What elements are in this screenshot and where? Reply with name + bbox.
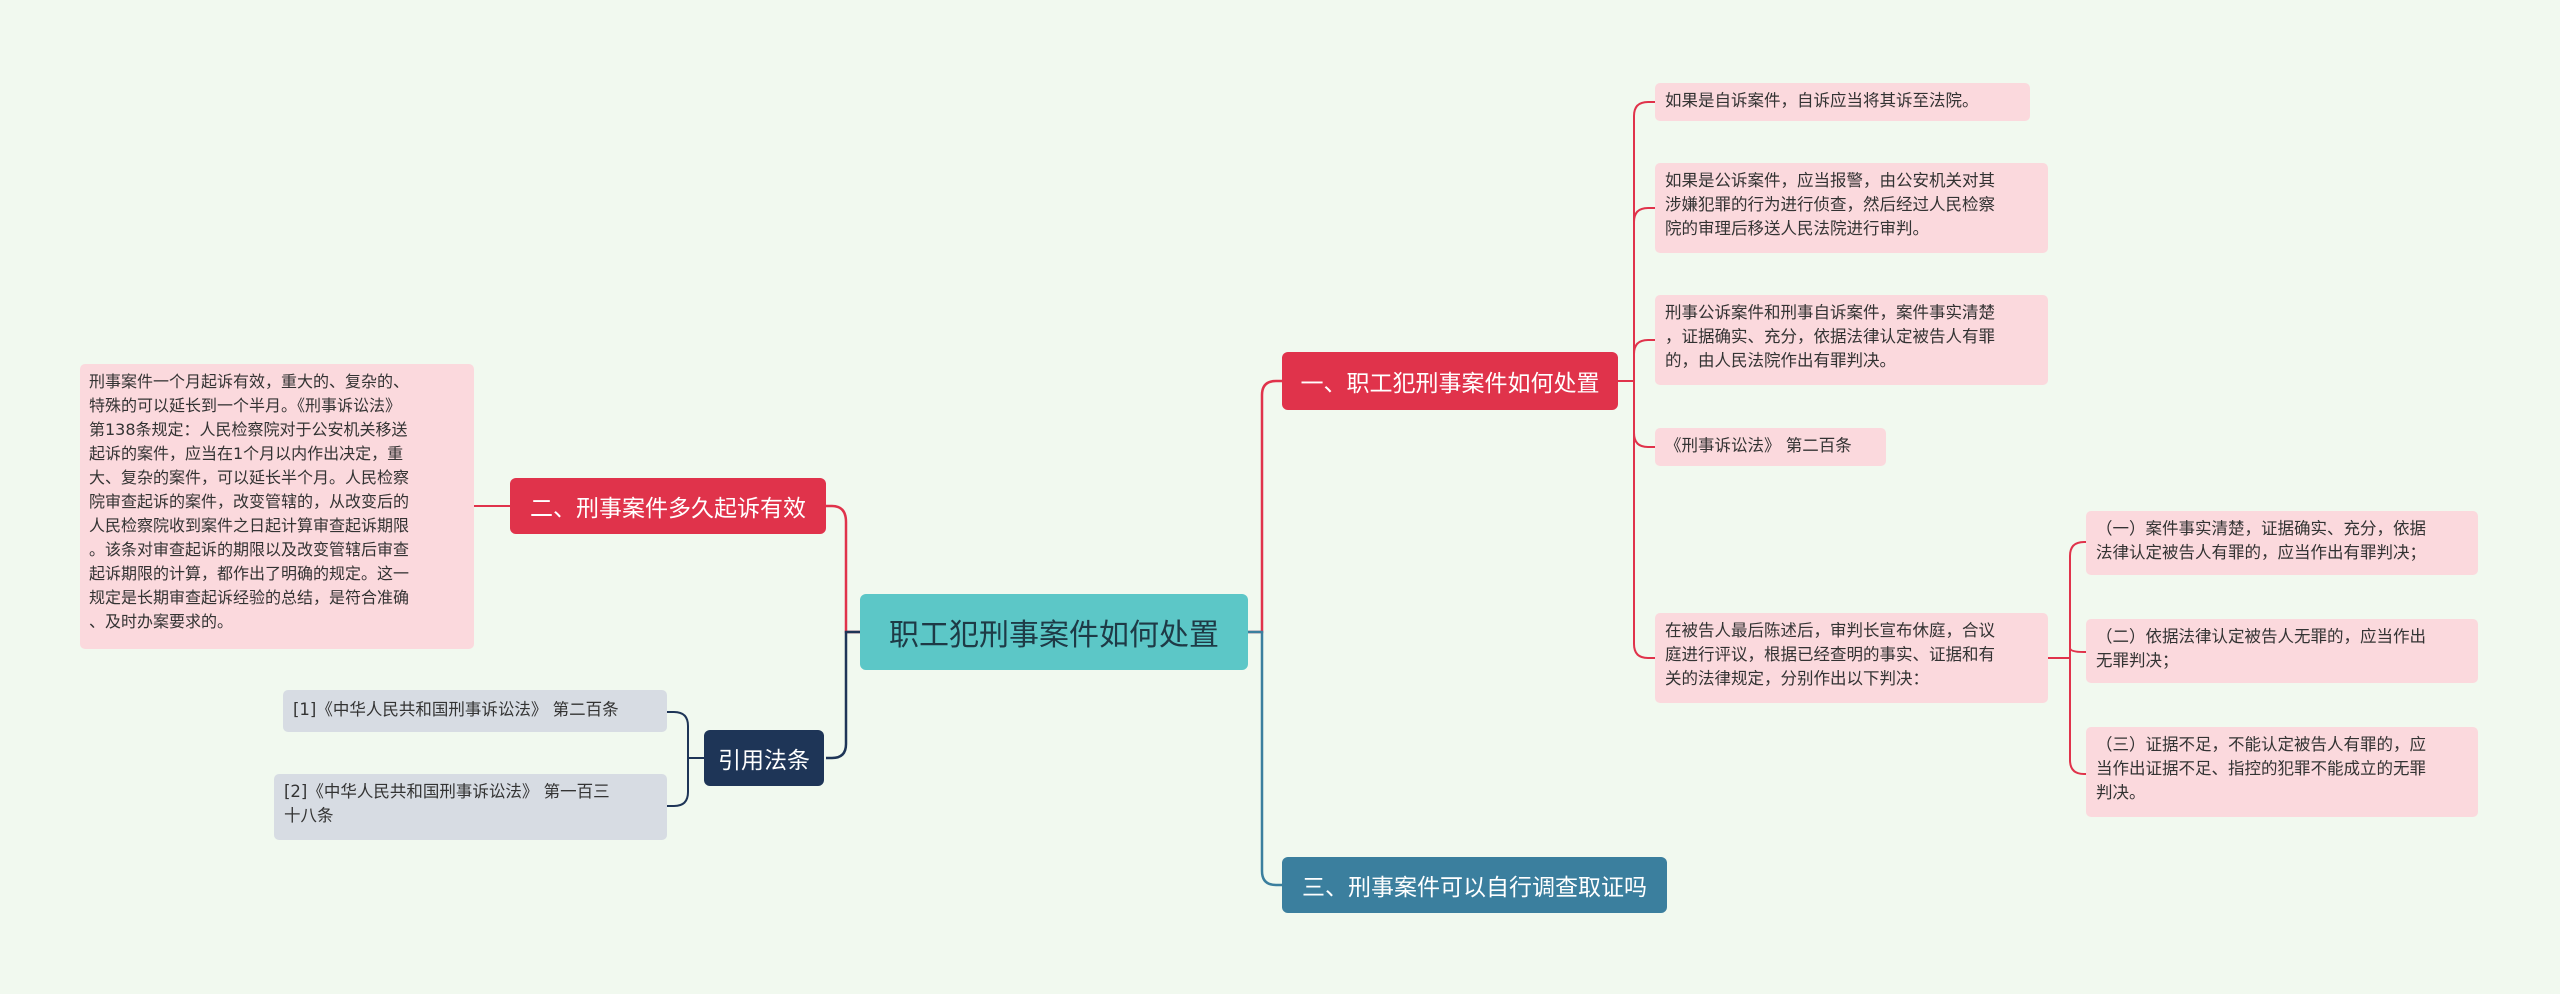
subleaf-guilty[interactable]: （一）案件事实清楚，证据确实、充分，依据 法律认定被告人有罪的，应当作出有罪判决… <box>2086 511 2478 575</box>
leaf-line: 在被告人最后陈述后，审判长宣布休庭，合议 <box>1665 621 1995 640</box>
branch-label: 三、刑事案件可以自行调查取证吗 <box>1302 875 1647 901</box>
leaf-private-prosecution[interactable]: 如果是自诉案件，自诉应当将其诉至法院。 <box>1655 83 2030 121</box>
leaf-line: ，证据确实、充分，依据法律认定被告人有罪 <box>1665 327 1995 346</box>
ref-line: [2]《中华人民共和国刑事诉讼法》 第一百三 <box>284 782 610 801</box>
leaf-line: 、及时办案要求的。 <box>89 612 234 631</box>
leaf-line: （一）案件事实清楚，证据确实、充分，依据 <box>2096 519 2426 538</box>
leaf-guilty-judgment[interactable]: 刑事公诉案件和刑事自诉案件，案件事实清楚 ，证据确实、充分，依据法律认定被告人有… <box>1655 295 2048 385</box>
leaf-line: 涉嫌犯罪的行为进行侦查，然后经过人民检察 <box>1665 195 1995 214</box>
leaf-prosecution-period-detail[interactable]: 刑事案件一个月起诉有效，重大的、复杂的、 特殊的可以延长到一个半月。《刑事诉讼法… <box>80 364 474 649</box>
leaf-text: 如果是自诉案件，自诉应当将其诉至法院。 <box>1665 91 1979 110</box>
branch-self-investigation[interactable]: 三、刑事案件可以自行调查取证吗 <box>1282 857 1667 913</box>
subleaf-insufficient-evidence[interactable]: （三）证据不足，不能认定被告人有罪的，应 当作出证据不足、指控的犯罪不能成立的无… <box>2086 727 2478 817</box>
leaf-line: 规定是长期审查起诉经验的总结，是符合准确 <box>89 588 410 607</box>
leaf-line: 刑事案件一个月起诉有效，重大的、复杂的、 <box>89 372 410 391</box>
leaf-final-statement[interactable]: 在被告人最后陈述后，审判长宣布休庭，合议 庭进行评议，根据已经查明的事实、证据和… <box>1655 613 2048 703</box>
subleaf-not-guilty[interactable]: （二）依据法律认定被告人无罪的，应当作出 无罪判决； <box>2086 619 2478 683</box>
branch-label: 二、刑事案件多久起诉有效 <box>530 496 806 522</box>
leaf-line: 关的法律规定，分别作出以下判决： <box>1665 669 1929 688</box>
leaf-line: 刑事公诉案件和刑事自诉案件，案件事实清楚 <box>1665 303 1995 322</box>
ref-article-200[interactable]: [1]《中华人民共和国刑事诉讼法》 第二百条 <box>283 690 667 732</box>
leaf-line: 无罪判决； <box>2096 651 2179 670</box>
leaf-line: 特殊的可以延长到一个半月。《刑事诉讼法》 <box>89 396 402 415</box>
leaf-line: 如果是公诉案件，应当报警，由公安机关对其 <box>1665 171 1995 190</box>
leaf-line: 庭进行评议，根据已经查明的事实、证据和有 <box>1665 645 1995 664</box>
leaf-law-article-200[interactable]: 《刑事诉讼法》 第二百条 <box>1655 428 1886 466</box>
leaf-line: 人民检察院收到案件之日起计算审查起诉期限 <box>89 516 410 535</box>
leaf-line: 起诉期限的计算，都作出了明确的规定。这一 <box>89 564 410 583</box>
leaf-line: 法律认定被告人有罪的，应当作出有罪判决； <box>2096 543 2426 562</box>
leaf-line: （三）证据不足，不能认定被告人有罪的，应 <box>2096 735 2426 754</box>
branch-label: 引用法条 <box>718 748 810 774</box>
leaf-line: 院的审理后移送人民法院进行审判。 <box>1665 219 1929 238</box>
branch-label: 一、职工犯刑事案件如何处置 <box>1300 371 1600 397</box>
leaf-line: （二）依据法律认定被告人无罪的，应当作出 <box>2096 627 2426 646</box>
leaf-public-prosecution[interactable]: 如果是公诉案件，应当报警，由公安机关对其 涉嫌犯罪的行为进行侦查，然后经过人民检… <box>1655 163 2048 253</box>
leaf-line: 。该条对审查起诉的期限以及改变管辖后审查 <box>89 540 410 559</box>
branch-prosecution-period[interactable]: 二、刑事案件多久起诉有效 <box>510 478 826 534</box>
leaf-line: 判决。 <box>2096 783 2146 802</box>
root-topic-label: 职工犯刑事案件如何处置 <box>889 618 1219 653</box>
leaf-text: 《刑事诉讼法》 第二百条 <box>1665 436 1852 455</box>
leaf-line: 当作出证据不足、指控的犯罪不能成立的无罪 <box>2096 759 2426 778</box>
leaf-line: 第138条规定：人民检察院对于公安机关移送 <box>89 420 408 439</box>
root-topic[interactable]: 职工犯刑事案件如何处置 <box>860 594 1248 670</box>
ref-text: [1]《中华人民共和国刑事诉讼法》 第二百条 <box>293 700 619 719</box>
branch-how-to-handle[interactable]: 一、职工犯刑事案件如何处置 <box>1282 352 1618 410</box>
ref-line: 十八条 <box>284 806 334 825</box>
leaf-line: 大、复杂的案件，可以延长半个月。人民检察 <box>89 468 410 487</box>
leaf-line: 起诉的案件，应当在1个月以内作出决定，重 <box>89 444 404 463</box>
leaf-line: 院审查起诉的案件，改变管辖的，从改变后的 <box>89 492 410 511</box>
branch-cited-laws[interactable]: 引用法条 <box>704 730 824 786</box>
ref-article-138[interactable]: [2]《中华人民共和国刑事诉讼法》 第一百三 十八条 <box>274 774 667 840</box>
leaf-line: 的，由人民法院作出有罪判决。 <box>1665 351 1896 370</box>
